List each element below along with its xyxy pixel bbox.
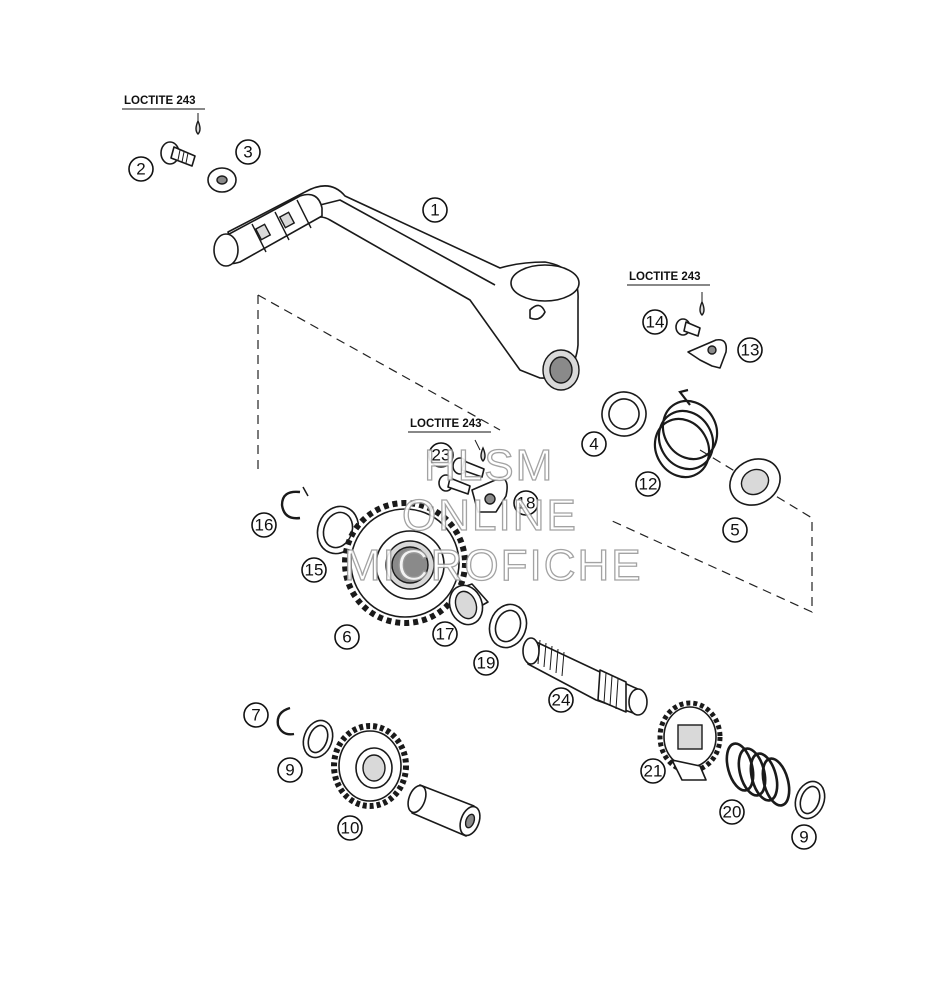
svg-text:3: 3 xyxy=(243,143,252,162)
callout-20: 20 xyxy=(719,799,745,825)
svg-text:7: 7 xyxy=(251,706,260,725)
svg-text:13: 13 xyxy=(741,341,760,360)
callout-10: 10 xyxy=(337,815,363,841)
callout-15: 15 xyxy=(301,557,327,583)
svg-text:ONLINE: ONLINE xyxy=(402,491,578,540)
retaining-bracket xyxy=(687,338,728,369)
svg-text:10: 10 xyxy=(341,819,360,838)
lever-grip xyxy=(213,193,323,267)
svg-text:5: 5 xyxy=(730,521,739,540)
needle-bearing xyxy=(448,583,489,626)
leader-lines xyxy=(197,113,703,451)
washer xyxy=(794,780,826,820)
callout-6: 6 xyxy=(334,624,360,650)
callout-12: 12 xyxy=(635,471,661,497)
screw-pair xyxy=(438,457,485,495)
svg-text:15: 15 xyxy=(305,561,324,580)
svg-text:18: 18 xyxy=(517,494,536,513)
svg-text:LOCTITE 243: LOCTITE 243 xyxy=(629,271,701,283)
svg-text:LOCTITE 243: LOCTITE 243 xyxy=(124,95,196,107)
svg-text:9: 9 xyxy=(285,761,294,780)
loctite-drop-icon xyxy=(480,446,486,462)
callout-3: 3 xyxy=(235,139,261,165)
compression-spring xyxy=(725,742,791,807)
svg-text:17: 17 xyxy=(436,625,455,644)
callout-9a: 9 xyxy=(277,757,303,783)
washer xyxy=(207,167,237,193)
washer xyxy=(302,719,334,759)
circlip xyxy=(280,490,301,520)
bolt xyxy=(160,141,196,167)
watermark: HLSM ONLINE MICROFICHE xyxy=(343,440,643,590)
svg-text:MICROFICHE: MICROFICHE xyxy=(344,541,643,590)
callout-21: 21 xyxy=(640,758,666,784)
callout-19: 19 xyxy=(473,650,499,676)
callout-7: 7 xyxy=(243,702,269,728)
callout-2: 2 xyxy=(128,156,154,182)
svg-text:24: 24 xyxy=(552,691,571,710)
shim-washer xyxy=(601,391,647,437)
svg-text:21: 21 xyxy=(644,762,663,781)
kick-start-lever xyxy=(213,185,580,391)
loctite-drop-icon xyxy=(195,119,201,135)
loctite-label: LOCTITE 243 xyxy=(408,418,491,433)
svg-text:2: 2 xyxy=(136,160,145,179)
callout-14: 14 xyxy=(642,309,668,335)
svg-text:HLSM: HLSM xyxy=(424,441,554,490)
loctite-label: LOCTITE 243 xyxy=(122,95,205,110)
kick-spring xyxy=(653,388,719,479)
svg-text:23: 23 xyxy=(432,446,451,465)
ratchet-gear xyxy=(657,700,723,781)
svg-text:6: 6 xyxy=(342,628,351,647)
svg-text:20: 20 xyxy=(723,803,742,822)
guide-plate xyxy=(471,477,508,513)
svg-text:LOCTITE 243: LOCTITE 243 xyxy=(410,418,482,430)
svg-text:9: 9 xyxy=(799,828,808,847)
callout-23: 23 xyxy=(428,442,454,468)
svg-text:12: 12 xyxy=(639,475,658,494)
thrust-washer xyxy=(729,458,781,506)
circlip xyxy=(302,486,309,497)
callout-24: 24 xyxy=(548,687,574,713)
callout-16: 16 xyxy=(251,512,277,538)
callout-9b: 9 xyxy=(791,824,817,850)
bushing xyxy=(407,784,481,837)
callout-13: 13 xyxy=(737,337,763,363)
washer xyxy=(488,603,528,649)
svg-text:1: 1 xyxy=(430,201,439,220)
svg-text:19: 19 xyxy=(477,654,496,673)
callout-18: 18 xyxy=(513,490,539,516)
idler-gear xyxy=(331,723,409,809)
callout-1: 1 xyxy=(422,197,448,223)
callout-17: 17 xyxy=(432,621,458,647)
kick-gear xyxy=(342,500,468,626)
svg-text:14: 14 xyxy=(646,313,665,332)
kick-shaft xyxy=(522,637,648,716)
loctite-drop-icon xyxy=(699,300,705,316)
loctite-label: LOCTITE 243 xyxy=(627,271,710,286)
svg-text:16: 16 xyxy=(255,516,274,535)
circlip xyxy=(276,706,295,736)
callout-5: 5 xyxy=(722,517,748,543)
callout-4: 4 xyxy=(581,431,607,457)
svg-text:4: 4 xyxy=(589,435,598,454)
screw xyxy=(675,318,701,337)
